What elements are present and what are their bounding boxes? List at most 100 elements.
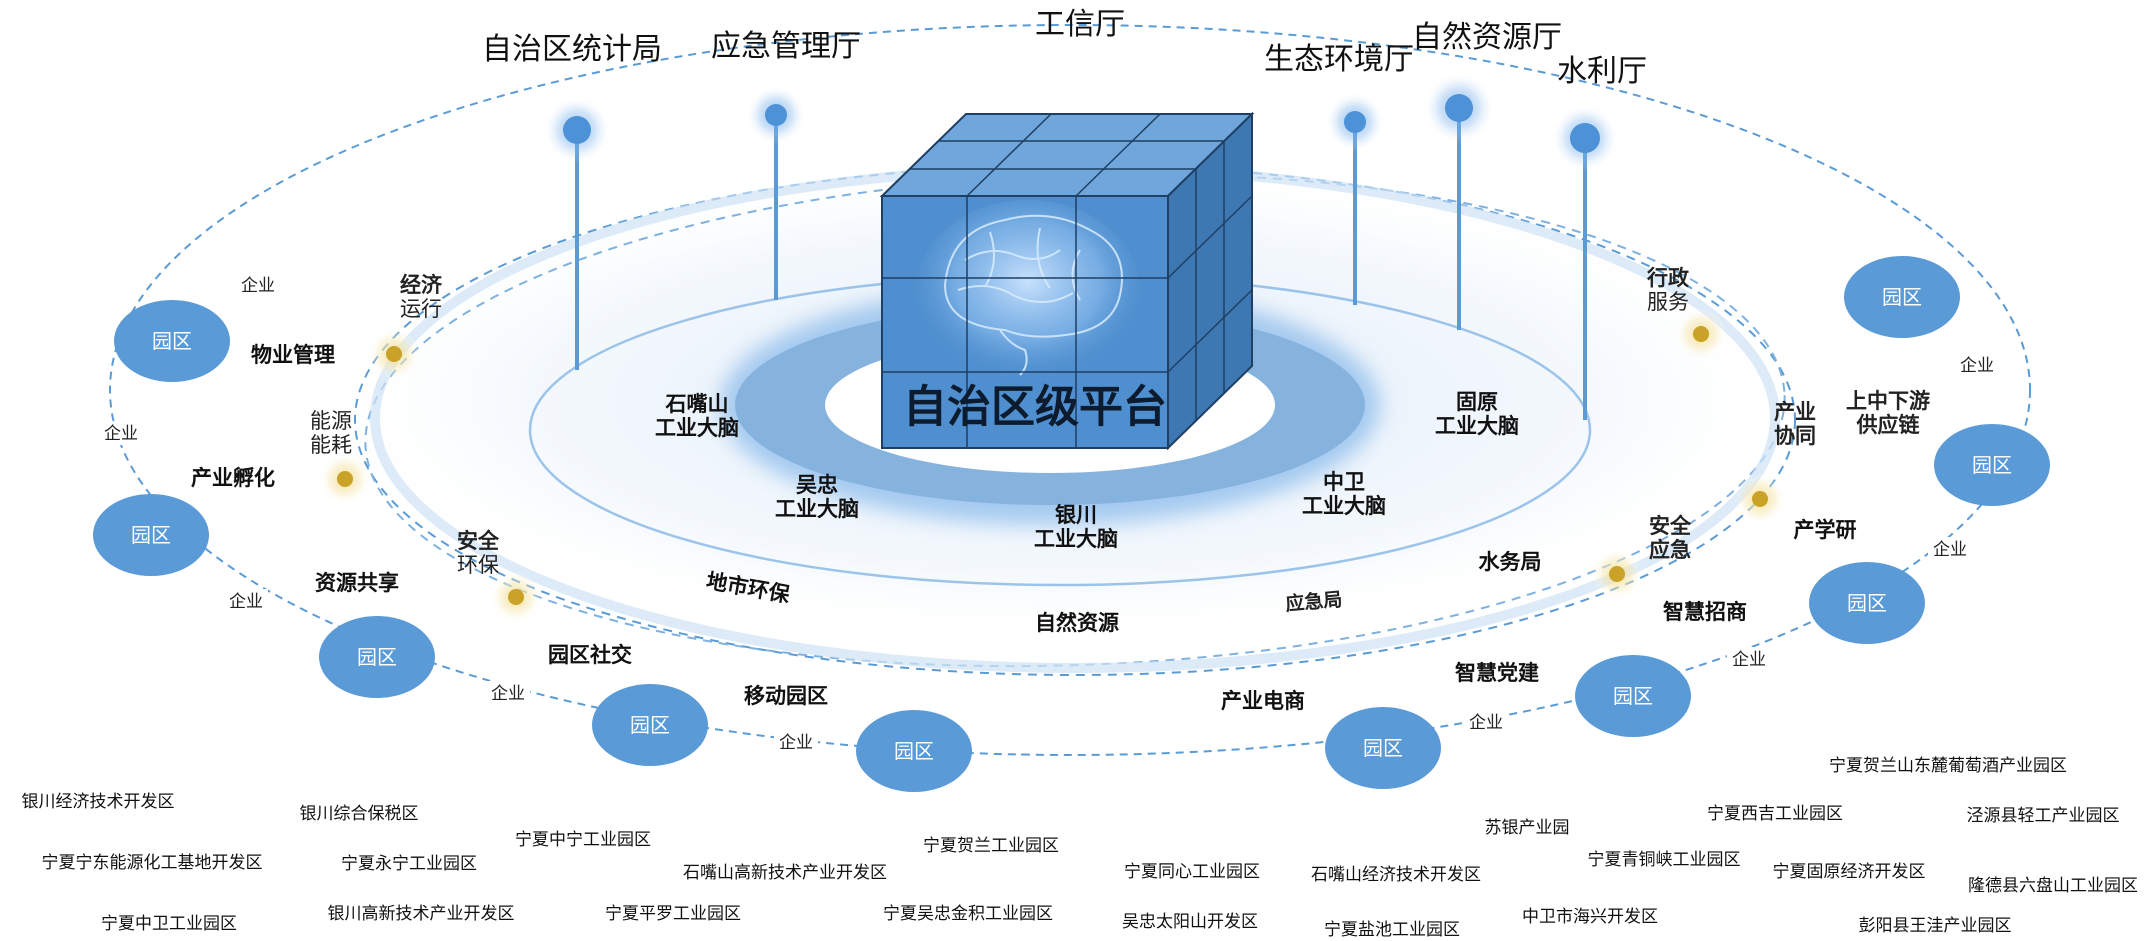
gold-node (1693, 326, 1709, 342)
industrial-park-name: 银川综合保税区 (299, 804, 419, 825)
park-node-label: 园区 (1847, 591, 1887, 615)
industrial-park-name: 宁夏贺兰工业园区 (923, 836, 1059, 857)
gold-node (386, 346, 402, 362)
service-label: 园区社交 (548, 642, 632, 667)
park-node-shape (856, 710, 972, 792)
regional-brain: 石嘴山 工业大脑 (655, 391, 739, 440)
industrial-park-name: 宁夏宁东能源化工基地开发区 (41, 853, 263, 874)
industrial-park-name: 宁夏中卫工业园区 (101, 914, 237, 935)
park-node-shape (1325, 707, 1441, 789)
industrial-park-name: 宁夏西吉工业园区 (1707, 804, 1843, 825)
park-node-shape (1809, 562, 1925, 644)
park-node-shape (319, 616, 435, 698)
park-node-shape (1934, 424, 2050, 506)
department-label: 应急管理厅 (711, 28, 861, 64)
industrial-park-name: 银川经济技术开发区 (21, 792, 175, 813)
park-node: 园区 (319, 616, 435, 698)
service-label: 智慧党建 (1455, 660, 1539, 685)
gold-node-label: 能源 能耗 (310, 408, 352, 457)
industrial-park-name: 宁夏平罗工业园区 (605, 904, 741, 925)
park-node-shape (592, 684, 708, 766)
industrial-park-name: 石嘴山经济技术开发区 (1311, 865, 1481, 886)
enterprise-label: 企业 (491, 684, 525, 704)
dynamic-layer: 园区园区园区园区园区园区园区园区园区园区企业企业企业企业企业企业企业企业企业 (93, 256, 2050, 792)
service-label: 产学研 (1793, 517, 1857, 542)
platform-title: 自治区级平台 (903, 381, 1167, 433)
industrial-park-name: 宁夏同心工业园区 (1124, 862, 1260, 883)
service-label: 移动园区 (744, 683, 828, 708)
enterprise-label-bg (1928, 537, 1972, 561)
enterprise-label-bg (1727, 647, 1771, 671)
park-node: 园区 (1809, 562, 1925, 644)
service-ring-outer (354, 164, 1796, 676)
enterprise-label: 企业 (779, 733, 813, 753)
park-node-label: 园区 (1882, 285, 1922, 309)
gold-node-label: 安全 环保 (457, 528, 499, 577)
service-label: 物业管理 (251, 342, 335, 367)
park-node-label: 园区 (894, 739, 934, 763)
park-node-shape (93, 494, 209, 576)
industrial-park-name: 银川高新技术产业开发区 (327, 904, 515, 925)
park-node: 园区 (1575, 655, 1691, 737)
ring-bureau-label: 水务局 (1478, 549, 1542, 574)
enterprise-label-bg (224, 589, 268, 613)
service-label: 资源共享 (315, 570, 399, 595)
park-node-shape (1844, 256, 1960, 338)
industrial-park-name: 宁夏中宁工业园区 (515, 830, 651, 851)
park-node: 园区 (592, 684, 708, 766)
enterprise-label: 企业 (1960, 356, 1994, 376)
enterprise-label-bg (1955, 353, 1999, 377)
gold-node (1752, 491, 1768, 507)
industrial-park-name: 宁夏盐池工业园区 (1324, 920, 1460, 941)
enterprise-label: 企业 (1469, 713, 1503, 733)
enterprise-label: 企业 (1732, 650, 1766, 670)
gold-node-label: 经济 运行 (400, 272, 442, 321)
enterprise-label: 企业 (229, 592, 263, 612)
park-node: 园区 (93, 494, 209, 576)
park-node-shape (1575, 655, 1691, 737)
enterprise-label-bg (236, 273, 280, 297)
enterprise-label: 企业 (1933, 540, 1967, 560)
gold-node-label: 产业 协同 (1774, 399, 1816, 448)
service-label: 智慧招商 (1663, 599, 1747, 624)
industrial-park-name: 隆德县六盘山工业园区 (1968, 876, 2138, 897)
park-node-shape (114, 300, 230, 382)
regional-brain: 中卫 工业大脑 (1302, 469, 1386, 518)
park-node-label: 园区 (357, 645, 397, 669)
park-node: 园区 (856, 710, 972, 792)
park-ring (109, 24, 2031, 756)
park-node-label: 园区 (152, 329, 192, 353)
department-label: 工信厅 (1035, 6, 1125, 42)
gold-node-label: 安全 应急 (1649, 513, 1691, 562)
gold-node (508, 589, 524, 605)
industrial-park-name: 彭阳县王洼产业园区 (1858, 916, 2012, 937)
enterprise-label: 企业 (104, 424, 138, 444)
gold-node (1609, 566, 1625, 582)
industrial-park-name: 中卫市海兴开发区 (1522, 907, 1658, 928)
ring-bureau-label: 自然资源 (1035, 610, 1119, 635)
industrial-park-name: 苏银产业园 (1484, 818, 1570, 839)
gold-node (337, 471, 353, 487)
park-node: 园区 (1934, 424, 2050, 506)
regional-brain: 固原 工业大脑 (1435, 389, 1519, 438)
service-label: 产业电商 (1221, 688, 1305, 713)
park-node-label: 园区 (1972, 453, 2012, 477)
platform-cube (879, 111, 1255, 451)
department-label: 自治区统计局 (482, 31, 662, 67)
enterprise-label-bg (99, 421, 143, 445)
park-node-label: 园区 (131, 523, 171, 547)
industrial-park-name: 宁夏青铜峡工业园区 (1587, 850, 1741, 871)
industrial-park-name: 泾源县轻工产业园区 (1966, 806, 2120, 827)
industrial-park-name: 石嘴山高新技术产业开发区 (683, 863, 887, 884)
enterprise-label-bg (774, 730, 818, 754)
industrial-park-name: 宁夏贺兰山东麓葡萄酒产业园区 (1829, 756, 2067, 777)
industrial-park-name: 宁夏吴忠金积工业园区 (883, 904, 1053, 925)
department-poles (543, 72, 1619, 420)
park-node-label: 园区 (630, 713, 670, 737)
gold-node-label: 行政 服务 (1647, 265, 1689, 314)
park-node: 园区 (1325, 707, 1441, 789)
department-label: 自然资源厅 (1412, 19, 1562, 55)
park-node: 园区 (1844, 256, 1960, 338)
